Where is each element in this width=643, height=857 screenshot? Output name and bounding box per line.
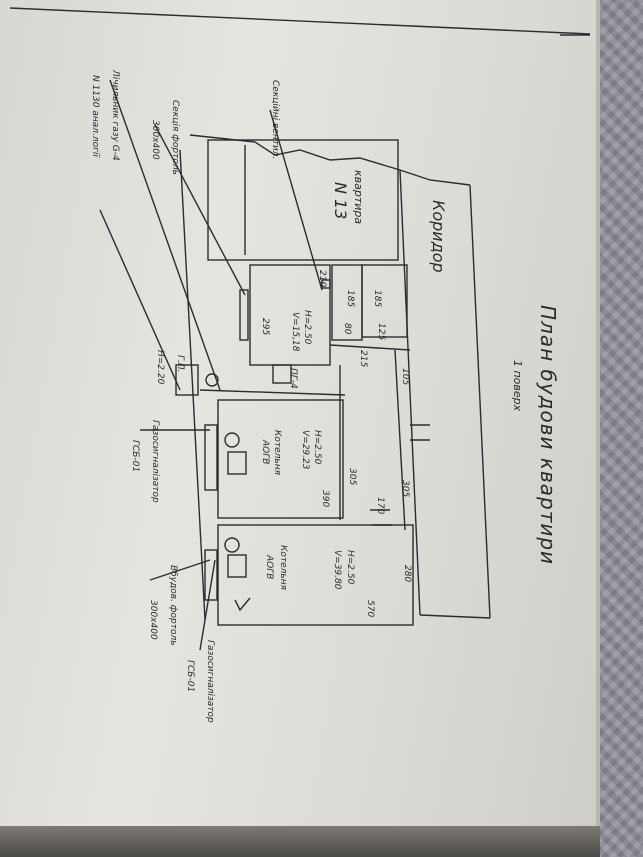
exhaust-note: Секція фортоль [170,100,180,175]
vent-right-size: 300х400 [148,600,158,640]
dim: 210 [317,270,327,288]
dim: 185 [372,290,382,308]
boiler1-title: Котельня [272,430,282,476]
dim: 390 [320,490,330,508]
dim: 125 [376,323,386,341]
dim: 80 [342,323,352,335]
plan-title: План будови квартири [536,305,560,566]
dim: 280 [402,565,412,583]
dim: 570 [365,600,375,618]
apartment-label: квартира [352,170,365,225]
dim: 185 [345,290,355,308]
dim: 215 [358,350,368,368]
paper-sheet [0,0,598,826]
paper-edge [596,0,600,826]
dim: 105 [400,368,410,386]
floor-subtitle: 1 поверх [511,360,524,412]
gp-height: Н=2.20 [155,350,165,385]
dim: 305 [400,480,410,498]
exhaust-size: 300х400 [150,120,160,160]
apartment-number: N 13 [331,182,350,220]
corridor-label: Коридор [429,200,448,273]
gas-signaler-right-model: ГСБ-01 [185,660,195,693]
boiler2-volume: V=39.80 [332,550,342,590]
gas-signaler-left-model: ГСБ-01 [130,440,140,473]
boiler1-appliance: AOГВ [260,440,270,465]
gas-signaler-left: Газосигналізатор [150,420,160,503]
heating-meter-note: Секційні вентил. [270,80,280,160]
gas-counter-note: Лічильник газу G-4 [110,70,120,161]
vent-right-note: Вбудов. фортоль [168,565,178,646]
gp-label: Г.П. [175,355,185,373]
boiler1-height: H=2.50 [312,430,322,465]
dim: 305 [347,468,357,486]
gas-counter-detail: N 1130 анал.логії [90,75,100,157]
kitchen-volume: V=15,18 [290,312,300,352]
boiler1-volume: V=29.23 [300,430,310,470]
dim: 170 [375,497,385,515]
dim: 295 [260,318,270,336]
boiler2-title: Котельня [278,545,288,591]
kitchen-height: H=2.50 [302,310,312,345]
boiler2-height: H=2.50 [345,550,355,585]
gas-stove-label: ПГ-4 [288,368,298,389]
gas-signaler-right: Газосигналізатор [205,640,215,723]
boiler2-appliance: AOГВ [264,555,274,580]
